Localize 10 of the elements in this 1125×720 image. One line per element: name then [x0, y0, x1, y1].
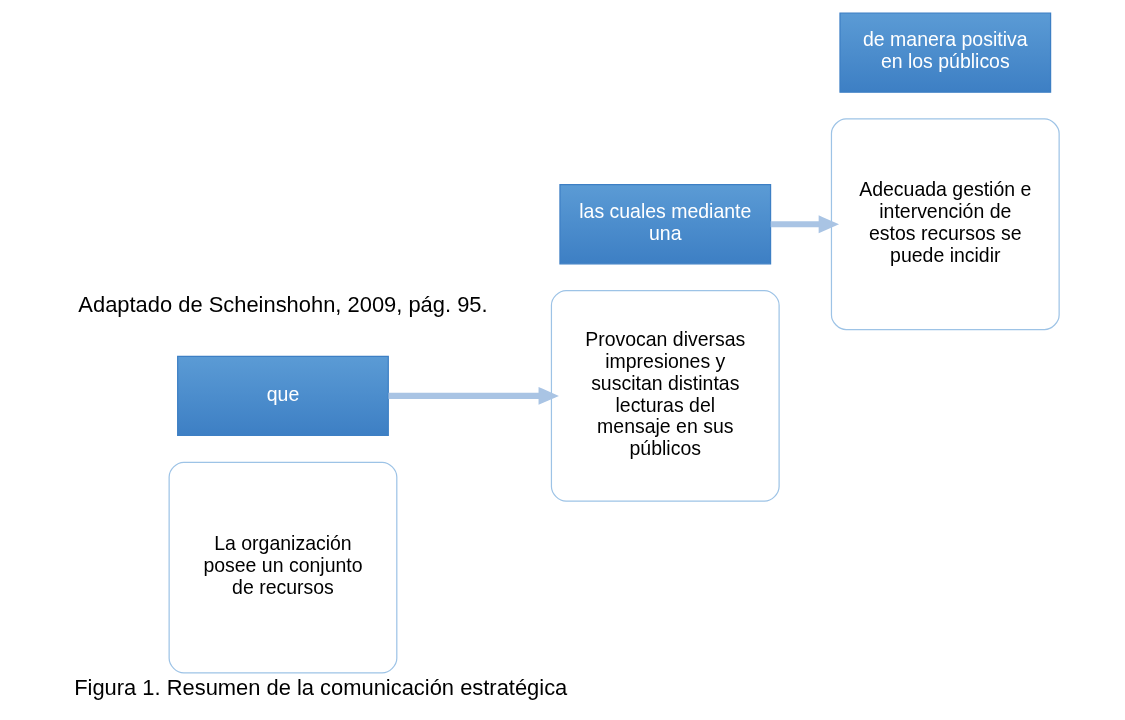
- label: Adaptado de Scheinshohn, 2009, pág. 95.: [77, 292, 488, 318]
- arrow: [770, 215, 839, 234]
- node-box: que: [176, 355, 389, 437]
- caption: Figura 1. Resumen de la comunicación estratégica: [73, 675, 567, 701]
- node-box: de manera positiva en los públicos: [838, 12, 1051, 93]
- node-box: Provocan diversas impresiones y suscitan distintas lecturas del mensaje en sus públicos: [550, 290, 780, 502]
- arrow: [388, 387, 559, 405]
- node-box: las cuales mediante una: [558, 184, 771, 265]
- node-box: Adecuada gestión e intervención de estos recursos se puede incidir: [830, 118, 1060, 331]
- node-box: La organización posee un conjunto de recursos: [168, 461, 397, 674]
